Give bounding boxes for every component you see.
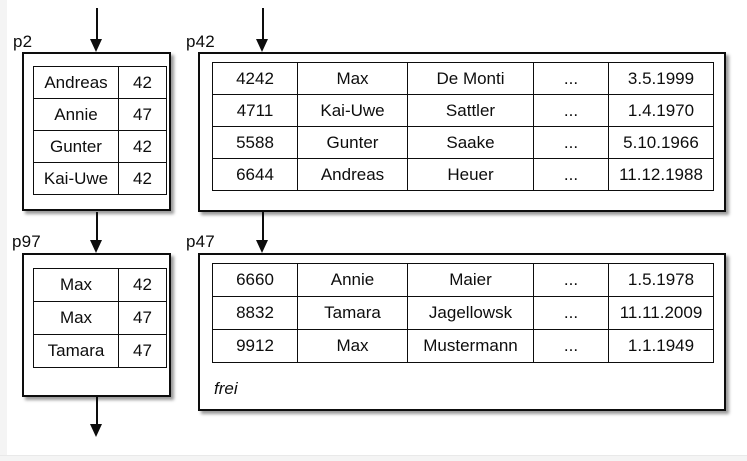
cell-ellipsis: ...	[533, 158, 609, 191]
table-row: 5588 Gunter Saake ... 5.10.1966	[212, 126, 714, 159]
cell-firstname: Gunter	[297, 126, 408, 159]
table-row: Tamara 47	[33, 334, 167, 368]
cell-id: 9912	[212, 329, 298, 363]
p47-table: 6660 Annie Maier ... 1.5.1978 8832 Tamar…	[212, 263, 714, 363]
p42-table: 4242 Max De Monti ... 3.5.1999 4711 Kai-…	[212, 62, 714, 191]
cell-ellipsis: ...	[533, 329, 609, 363]
cell-id: 6644	[212, 158, 298, 191]
page-box-p42: 4242 Max De Monti ... 3.5.1999 4711 Kai-…	[198, 52, 726, 212]
cell-firstname: Kai-Uwe	[297, 94, 408, 127]
table-row: 9912 Max Mustermann ... 1.1.1949	[212, 329, 714, 363]
cell-lastname: Maier	[407, 263, 534, 297]
cell-ellipsis: ...	[533, 126, 609, 159]
cell-firstname: Andreas	[297, 158, 408, 191]
cell-lastname: Saake	[407, 126, 534, 159]
arrow-into-p42	[262, 8, 264, 41]
cell-pointer: 47	[118, 301, 167, 335]
table-row: Max 42	[33, 268, 167, 302]
arrow-p42-to-p47	[262, 211, 264, 241]
cell-date: 3.5.1999	[608, 62, 714, 95]
cell-id: 4242	[212, 62, 298, 95]
cell-date: 11.11.2009	[608, 296, 714, 330]
cell-key: Max	[33, 268, 119, 302]
p2-table: Andreas 42 Annie 47 Gunter 42 Kai-Uwe 42	[33, 66, 167, 195]
cell-date: 1.1.1949	[608, 329, 714, 363]
table-row: Gunter 42	[33, 130, 167, 163]
arrow-p2-to-p97	[96, 212, 98, 241]
cell-pointer: 42	[118, 66, 167, 99]
page-box-p97: Max 42 Max 47 Tamara 47	[22, 253, 171, 397]
table-row: Kai-Uwe 42	[33, 162, 167, 195]
cell-lastname: Sattler	[407, 94, 534, 127]
cell-lastname: De Monti	[407, 62, 534, 95]
cell-key: Andreas	[33, 66, 119, 99]
table-row: 6644 Andreas Heuer ... 11.12.1988	[212, 158, 714, 191]
table-row: Andreas 42	[33, 66, 167, 99]
table-row: 4242 Max De Monti ... 3.5.1999	[212, 62, 714, 95]
cell-firstname: Max	[297, 62, 408, 95]
table-row: 8832 Tamara Jagellowsk ... 11.11.2009	[212, 296, 714, 330]
cell-firstname: Annie	[297, 263, 408, 297]
cell-key: Max	[33, 301, 119, 335]
page-box-p2: Andreas 42 Annie 47 Gunter 42 Kai-Uwe 42	[22, 52, 171, 211]
slide-left-edge	[0, 0, 7, 460]
arrow-out-of-p97	[96, 396, 98, 425]
cell-ellipsis: ...	[533, 94, 609, 127]
slide-bottom-edge	[0, 455, 747, 461]
cell-id: 4711	[212, 94, 298, 127]
table-row: Annie 47	[33, 98, 167, 131]
table-row: 4711 Kai-Uwe Sattler ... 1.4.1970	[212, 94, 714, 127]
cell-ellipsis: ...	[533, 62, 609, 95]
cell-pointer: 42	[118, 162, 167, 195]
cell-lastname: Mustermann	[407, 329, 534, 363]
cell-id: 8832	[212, 296, 298, 330]
cell-ellipsis: ...	[533, 263, 609, 297]
arrow-p2-to-p97-head-icon	[90, 240, 102, 253]
page-box-p47: 6660 Annie Maier ... 1.5.1978 8832 Tamar…	[198, 253, 726, 411]
arrow-into-p2-head-icon	[90, 39, 102, 52]
cell-id: 5588	[212, 126, 298, 159]
cell-pointer: 47	[118, 334, 167, 368]
p97-table: Max 42 Max 47 Tamara 47	[33, 268, 167, 368]
arrow-into-p2	[96, 8, 98, 41]
cell-date: 1.5.1978	[608, 263, 714, 297]
cell-lastname: Heuer	[407, 158, 534, 191]
cell-firstname: Max	[297, 329, 408, 363]
page-label-p2: p2	[13, 32, 33, 51]
cell-id: 6660	[212, 263, 298, 297]
cell-key: Kai-Uwe	[33, 162, 119, 195]
cell-pointer: 42	[118, 130, 167, 163]
table-row: Max 47	[33, 301, 167, 335]
cell-key: Tamara	[33, 334, 119, 368]
free-space-label: frei	[214, 379, 238, 398]
arrow-out-of-p97-head-icon	[90, 424, 102, 437]
cell-key: Gunter	[33, 130, 119, 163]
page-label-p97: p97	[12, 232, 41, 251]
table-row: 6660 Annie Maier ... 1.5.1978	[212, 263, 714, 297]
arrow-p42-to-p47-head-icon	[256, 240, 268, 253]
arrow-into-p42-head-icon	[256, 39, 268, 52]
cell-date: 11.12.1988	[608, 158, 714, 191]
cell-pointer: 42	[118, 268, 167, 302]
page-label-p42: p42	[186, 32, 215, 51]
cell-firstname: Tamara	[297, 296, 408, 330]
page-label-p47: p47	[186, 232, 215, 251]
cell-date: 1.4.1970	[608, 94, 714, 127]
cell-date: 5.10.1966	[608, 126, 714, 159]
cell-ellipsis: ...	[533, 296, 609, 330]
cell-pointer: 47	[118, 98, 167, 131]
cell-key: Annie	[33, 98, 119, 131]
cell-lastname: Jagellowsk	[407, 296, 534, 330]
